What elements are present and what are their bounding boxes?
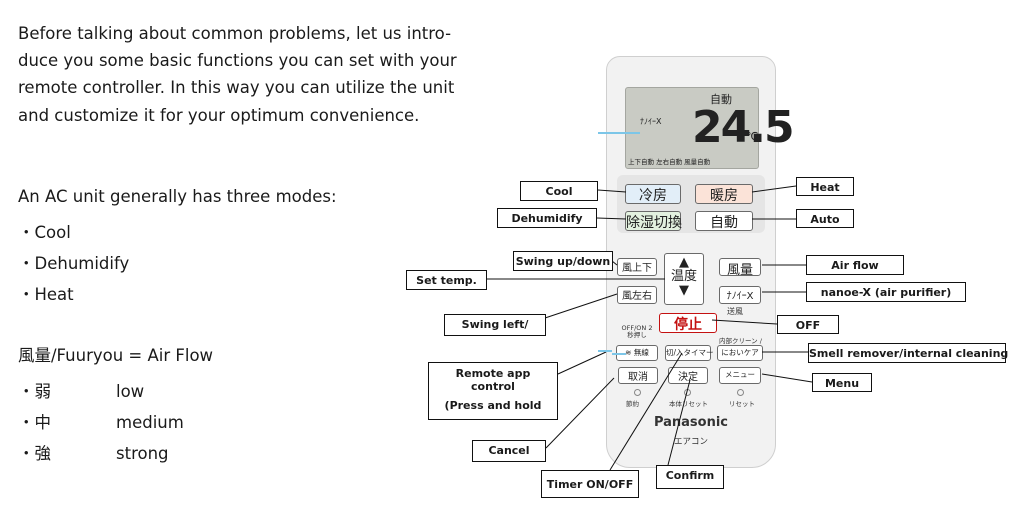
fuuryou-heading: 風量/Fuuryou = Air Flow [18, 346, 214, 365]
hole-caption: 節約 [626, 400, 639, 408]
hole-caption: リセット [729, 400, 755, 408]
air-volume-button[interactable]: 風量 [719, 258, 761, 278]
label-remote-app-line: control [471, 380, 515, 394]
lcd-temperature: 24.5 [692, 102, 795, 153]
lcd-unit: ℃ [746, 130, 759, 143]
label-smell-remover: Smell remover/internal cleaning [808, 343, 1008, 363]
label-menu: Menu [812, 373, 872, 392]
swing-left-right-button[interactable]: 風左右 [617, 286, 657, 304]
nanoe-button[interactable]: ﾅﾉｲｰX [719, 286, 761, 304]
intro-line: Before talking about common problems, le… [18, 24, 452, 43]
remote-controller: 自動 ﾅﾉｲｰX 24.5 ℃ 上下自動 左右自動 風量自動 冷房 暖房 除湿切… [606, 56, 795, 468]
lcd-display: 自動 ﾅﾉｲｰX 24.5 ℃ 上下自動 左右自動 風量自動 [625, 87, 795, 169]
modes-list: Cool Dehumidify Heat [18, 217, 130, 310]
level-kanji: 中 [18, 413, 51, 432]
label-dehumidify: Dehumidify [497, 208, 597, 228]
intro-line: duce you some basic functions you can se… [18, 51, 457, 71]
cancel-button[interactable]: 取消 [618, 367, 658, 384]
lcd-mode: 自動 [710, 93, 732, 106]
label-swing-left: Swing left/ [444, 314, 546, 336]
modes-heading: An AC unit generally has three modes: [18, 187, 337, 206]
label-nanoe: nanoe-X (air purifier) [806, 282, 966, 302]
confirm-button[interactable]: 決定 [668, 367, 708, 384]
odor-care-button[interactable]: においケア [717, 345, 763, 361]
heat-button[interactable]: 暖房 [695, 184, 753, 204]
level-meaning: medium [116, 413, 184, 432]
offon-caption: OFF/ON 2 秒押し [621, 324, 653, 340]
label-off: OFF [777, 315, 839, 334]
label-auto: Auto [796, 209, 854, 228]
label-remote-app: Remote app control (Press and hold [428, 362, 558, 420]
intro-paragraph: Before talking about common problems, le… [18, 20, 457, 129]
level-row: 弱 low [18, 376, 278, 407]
temp-down-arrow-icon[interactable]: ▼ [679, 283, 689, 298]
stop-button[interactable]: 停止 [659, 313, 717, 333]
intro-line: remote controller. In this way you can u… [18, 78, 455, 98]
product-label: エアコン [673, 437, 708, 447]
label-timer: Timer ON/OFF [541, 470, 639, 498]
cool-button[interactable]: 冷房 [625, 184, 681, 204]
timer-button[interactable]: 切/入タイマー [665, 345, 714, 361]
temperature-rocker[interactable]: ▲ 温度 ▼ [664, 253, 704, 305]
nanoe-sub-label: 送風 [727, 307, 743, 316]
level-kanji: 弱 [18, 382, 51, 401]
menu-button[interactable]: メニュー [719, 367, 761, 384]
brand-logo: Panasonic [653, 415, 729, 430]
label-air-flow: Air flow [806, 255, 904, 275]
intro-line: and customize it for your optimum conven… [18, 105, 420, 125]
lcd-auto-row: 上下自動 左右自動 風量自動 [628, 158, 711, 166]
mode-item: Heat [18, 279, 129, 310]
reset-hole-icon [737, 389, 744, 396]
label-confirm: Confirm [656, 465, 724, 489]
hole-caption: 本体リセット [669, 400, 708, 408]
swing-up-down-button[interactable]: 風上下 [617, 258, 657, 276]
wireless-label: 無線 [633, 348, 649, 357]
mode-item: Dehumidify [18, 248, 130, 279]
level-meaning: strong [116, 444, 169, 463]
lcd-nanoe: ﾅﾉｲｰX [640, 117, 662, 126]
level-row: 中 medium [18, 407, 278, 438]
reset-hole-icon [634, 389, 641, 396]
airflow-levels: 弱 low 中 medium 強 strong [18, 376, 278, 469]
label-heat: Heat [796, 177, 854, 196]
label-set-temp: Set temp. [406, 270, 487, 290]
wifi-icon: ≋ [625, 348, 634, 357]
temp-label: 温度 [670, 269, 697, 284]
level-row: 強 strong [18, 438, 278, 469]
temp-up-arrow-icon[interactable]: ▲ [679, 255, 689, 270]
cleaning-caption: 内部クリーン / [719, 337, 762, 345]
dehumidify-button[interactable]: 除湿切換 [625, 211, 682, 231]
auto-button[interactable]: 自動 [695, 211, 753, 231]
level-kanji: 強 [18, 444, 51, 463]
label-cancel: Cancel [472, 440, 546, 462]
label-swing-up-down: Swing up/down [513, 251, 613, 271]
label-remote-app-line: Remote app [455, 367, 531, 380]
mode-item: Cool [18, 217, 129, 248]
level-meaning: low [116, 382, 145, 401]
label-cool: Cool [520, 181, 598, 201]
label-remote-app-line: (Press and hold [444, 399, 542, 413]
